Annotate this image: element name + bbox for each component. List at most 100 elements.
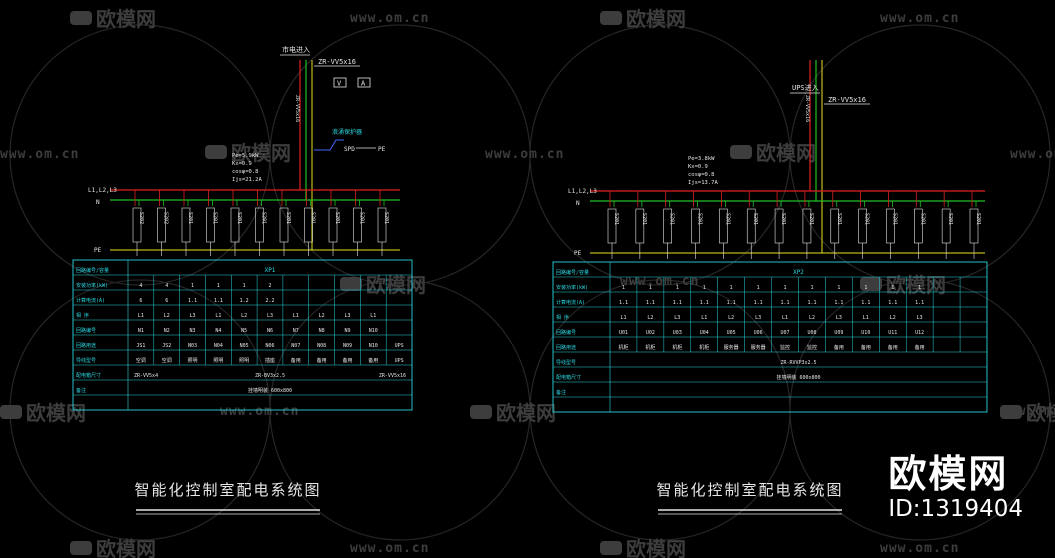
table-cell: 1 — [243, 283, 246, 289]
table-row-label: 配电箱尺寸 — [76, 372, 101, 379]
table-cell: N03 — [188, 343, 197, 349]
breaker-model: S201 — [947, 213, 953, 225]
breaker-model: S201 — [641, 213, 647, 225]
table-cable-center: ZR-BV3x2.5 — [255, 373, 285, 379]
watermark-sofa-icon — [860, 277, 882, 291]
table-cell: 1.1 — [834, 300, 843, 306]
table-cell: 备用 — [342, 357, 352, 364]
table-cell: 监控 — [807, 344, 817, 351]
brand-badge-id: ID:1319404 — [888, 496, 1023, 522]
breaker-model: S201 — [669, 213, 675, 225]
table-cell: 1.1 — [700, 300, 709, 306]
table-cell: 1.1 — [807, 300, 816, 306]
load-calc-line: Pe=5.9kW — [232, 153, 259, 159]
breaker-model: S202 — [163, 212, 169, 224]
table-cell: L2 — [890, 315, 896, 321]
breaker-model: S201 — [334, 212, 340, 224]
table-cell: N06 — [265, 343, 274, 349]
table-cell: 1 — [810, 285, 813, 291]
table-cell: L2 — [728, 315, 734, 321]
table-row-label: 导线型号 — [556, 359, 576, 366]
watermark-site-text: www.om.cn — [1010, 147, 1055, 162]
breaker-model: S202 — [138, 212, 144, 224]
bus-pe-label: PE — [574, 250, 582, 257]
table-cell: U12 — [915, 330, 924, 336]
table-cell: N10 — [369, 343, 378, 349]
table-cell: 机柜 — [618, 344, 628, 351]
table-cell: 2 — [268, 283, 271, 289]
table-cell: 1 — [191, 283, 194, 289]
table-row-label: 相 序 — [76, 312, 89, 319]
table-cell: U07 — [781, 330, 790, 336]
table-cell: 1 — [864, 285, 867, 291]
watermark-site-text: www.om.cn — [350, 11, 429, 26]
watermark-brand-text: 欧模网 — [26, 401, 86, 425]
table-row-label: 安装功率(kW) — [556, 284, 588, 291]
table-cell: L3 — [836, 315, 842, 321]
table-cell: 1 — [891, 285, 894, 291]
table-cell: 备用 — [368, 357, 378, 364]
meter-label: V — [337, 80, 342, 88]
table-cell: 1.1 — [754, 300, 763, 306]
watermark-sofa-icon — [600, 541, 622, 555]
table-cell: 4 — [165, 283, 168, 289]
watermark-brand-text: 欧模网 — [496, 401, 556, 425]
table-cell: UPS — [395, 343, 404, 349]
table-cell: N4 — [215, 328, 221, 334]
table-cell: N3 — [190, 328, 196, 334]
table-row-label: 计算电流(A) — [76, 297, 105, 304]
table-cell: 1.1 — [619, 300, 628, 306]
table-cell: N9 — [344, 328, 350, 334]
table-box-size: 挂墙明装 600x800 — [248, 387, 292, 394]
table-cell: U01 — [619, 330, 628, 336]
table-cell: 照明 — [188, 358, 198, 364]
load-calc-line: Kx=0.9 — [232, 161, 252, 167]
table-cell: N09 — [343, 343, 352, 349]
meter-box — [357, 77, 371, 88]
cable-label: ZR-VV5x16 — [828, 96, 866, 104]
table-cell: U09 — [834, 330, 843, 336]
breaker-model: S201 — [236, 212, 242, 224]
table-cell: N2 — [164, 328, 170, 334]
watermark-site-text: www.om.cn — [880, 541, 959, 556]
table-cell: L3 — [755, 315, 761, 321]
watermark-brand-text: 欧模网 — [366, 273, 426, 297]
table-cable-left: ZR-VV5x4 — [134, 373, 158, 379]
table-cell: U10 — [861, 330, 870, 336]
table-cell: 空调 — [162, 357, 172, 364]
watermark-site-text: www.om.cn — [350, 541, 429, 556]
load-calc-line: Ijs=13.7A — [688, 180, 718, 186]
table-cell: 1.1 — [646, 300, 655, 306]
right-distribution-diagram: UPS进入ZR-VV5x16ZR-VV5x16Pe=3.8kWKx=0.9cos… — [552, 60, 988, 515]
table-cell: JS2 — [162, 343, 171, 349]
table-cell: 1 — [784, 285, 787, 291]
table-cell: 1 — [622, 285, 625, 291]
watermark-site-text: www.om.cn — [485, 147, 564, 162]
drawing-title: 智能化控制室配电系统图 — [134, 481, 321, 499]
watermark-brand-text: 欧模网 — [96, 7, 156, 31]
watermark-layer: www.om.cn www.om.cn www.om.cn www.om.cn www.… — [0, 7, 1055, 558]
table-cell: U02 — [646, 330, 655, 336]
table-cell: 1.1 — [781, 300, 790, 306]
table-row-label: 回路编号/容量 — [76, 267, 109, 274]
table-cell: N08 — [317, 343, 326, 349]
table-cell: N1 — [138, 328, 144, 334]
breaker-model: S201 — [919, 213, 925, 225]
watermark-sofa-icon — [340, 277, 362, 291]
table-cell: L3 — [344, 313, 350, 319]
table-cell: 备用 — [888, 344, 898, 351]
table-cell: 1 — [649, 285, 652, 291]
table-cell: 1.1 — [888, 300, 897, 306]
breaker-model: S201 — [975, 213, 981, 225]
table-header-code: XP1 — [265, 267, 276, 274]
table-cell: U11 — [888, 330, 897, 336]
table-cell: L1 — [215, 313, 221, 319]
watermark-sofa-icon — [470, 405, 492, 419]
watermark-sofa-icon — [205, 145, 227, 159]
spd-code: SPD — [344, 146, 355, 153]
table-cell: 1 — [730, 285, 733, 291]
brand-badge: 欧模网 ID:1319404 — [888, 454, 1023, 524]
table-cell: 服务器 — [724, 344, 739, 351]
